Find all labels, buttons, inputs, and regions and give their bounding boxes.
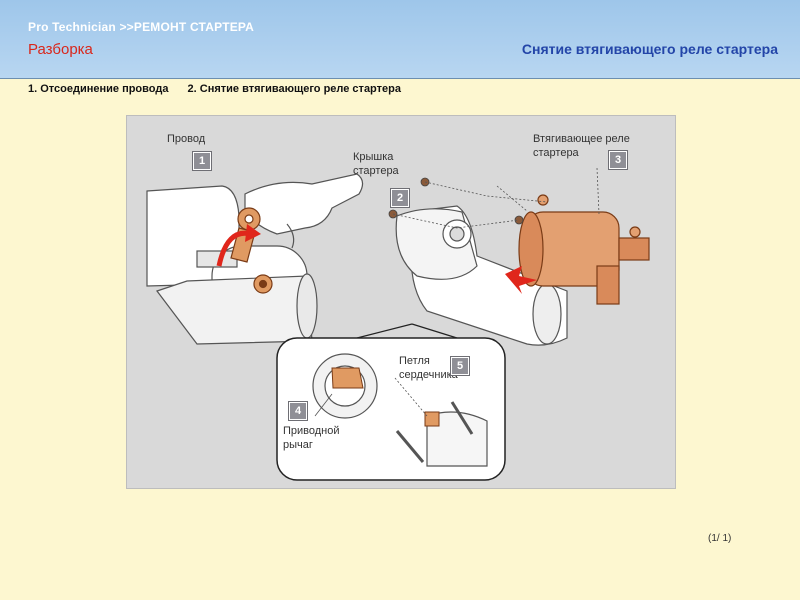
detail-inset bbox=[277, 324, 505, 480]
header-bar: Pro Technician >>РЕМОНТ СТАРТЕРА Разборк… bbox=[0, 0, 800, 79]
callout-label-lever: Приводной рычаг bbox=[283, 424, 353, 452]
callout-badge-4: 4 bbox=[289, 402, 307, 420]
step-list: 1. Отсоединение провода 2. Снятие втягив… bbox=[28, 83, 417, 95]
starter-illustration: Провод 1 Крышка стартера 2 Втягивающее р… bbox=[126, 115, 676, 489]
callout-badge-5: 5 bbox=[451, 357, 469, 375]
callout-badge-2: 2 bbox=[391, 189, 409, 207]
step-2: 2. Снятие втягивающего реле стартера bbox=[188, 83, 401, 95]
breadcrumb[interactable]: Pro Technician >>РЕМОНТ СТАРТЕРА bbox=[28, 20, 254, 34]
step-1: 1. Отсоединение провода bbox=[28, 83, 168, 95]
callout-label-wire: Провод bbox=[167, 132, 205, 146]
section-title: Разборка bbox=[28, 41, 93, 58]
topic-title: Снятие втягивающего реле стартера bbox=[522, 41, 778, 57]
page-indicator: (1/ 1) bbox=[708, 533, 731, 544]
callout-label-cover: Крышка стартера bbox=[353, 150, 423, 178]
callout-badge-3: 3 bbox=[609, 151, 627, 169]
callout-badge-1: 1 bbox=[193, 152, 211, 170]
callout-label-solenoid: Втягивающее реле стартера bbox=[533, 132, 658, 160]
hand-left bbox=[245, 174, 363, 248]
